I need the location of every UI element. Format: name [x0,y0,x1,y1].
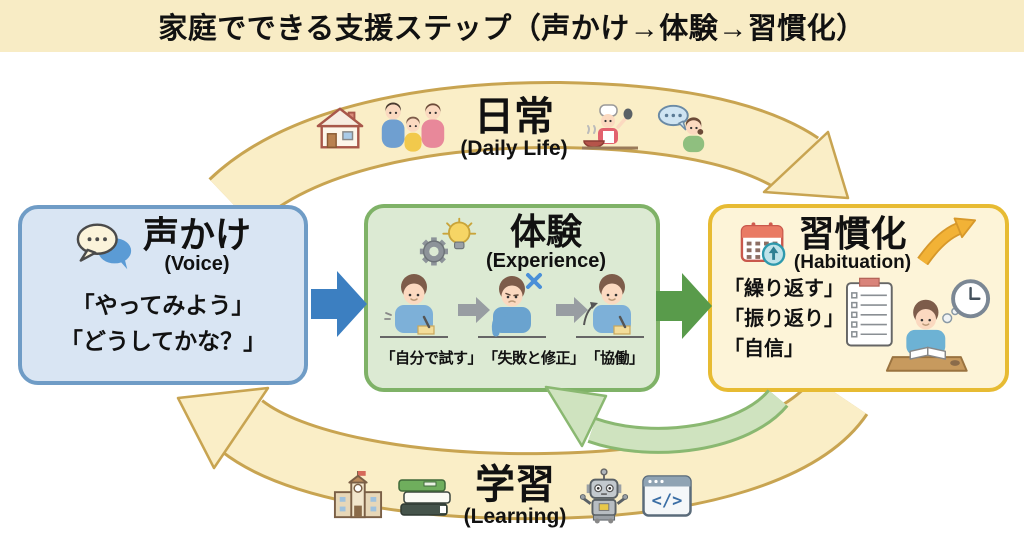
daily-life-en: (Daily Life) [460,136,568,160]
kid-collaboration [576,274,644,339]
habituation-quotes: 「繰り返す」 「振り返り」 「自信」 [724,274,844,364]
experience-step-3: 「協働」 [585,350,645,368]
house-icon [316,107,364,149]
speech-bubbles-icon [76,223,132,269]
voice-box: 声かけ (Voice) 「やってみよう」 「どうしてかな？」 [18,205,308,385]
experience-box: 体験 (Experience) [364,204,660,392]
school-icon [333,471,382,519]
kid-trying [380,274,448,339]
experience-kids-illustration [380,273,644,339]
learning-en: (Learning) [463,504,567,528]
habituation-subtitle: (Habituation) [793,251,912,273]
step-arrow-1 [458,297,490,324]
family-icon [382,102,445,152]
daily-life-jp: 日常 [473,94,554,139]
gear-lightbulb-icon [419,217,477,266]
experience-step-1: 「自分で試す」 [380,350,482,368]
experience-steps: 「自分で試す」 「失敗と修正」 「協働」 [368,347,656,368]
talking-person-icon [657,104,704,153]
experience-step-2: 「失敗と修正」 [482,350,585,368]
code-window-icon: </> [642,475,693,517]
habituation-quote-1: 「繰り返す」 [724,278,844,301]
daily-life-label: 日常 (Daily Life) [460,96,567,160]
voice-title-group: 声かけ (Voice) [142,214,251,275]
step-arrow-2 [556,297,588,324]
code-glyph: </> [652,491,683,511]
top-band-arrowhead [762,130,850,200]
learning-jp: 学習 [474,462,555,507]
feedback-arrowhead [544,385,608,448]
habituation-illustration [846,277,991,372]
learning-label: 学習 (Learning) [464,464,567,528]
voice-quote-1: 「やってみよう」 [71,292,255,319]
kid-failure [478,273,546,339]
voice-subtitle: (Voice) [164,252,230,275]
habituation-title-group: 習慣化 (Habituation) [793,213,912,273]
calendar-icon [740,221,786,266]
daily-life-group: 日常 (Daily Life) [300,86,724,170]
habituation-box: 習慣化 (Habituation) 「繰り返す」 「振り返り」 「自信」 [708,204,1009,392]
voice-quote-2: 「どうしてかな？」 [59,327,267,354]
growth-arrow-icon [917,217,977,266]
bottom-band [222,377,866,518]
voice-quotes: 「やってみよう」 「どうしてかな？」 [22,288,304,359]
robot-icon [580,468,629,524]
feedback-arrow [588,390,787,451]
experience-title: 体験 [509,211,582,252]
cooking-icon [581,104,638,150]
experience-title-group: 体験 (Experience) [485,211,607,272]
page-title: 家庭でできる支援ステップ（声かけ→体験→習慣化） [158,13,866,45]
habituation-quote-3: 「自信」 [724,338,804,361]
bottom-band-arrowhead [176,386,270,470]
habituation-quote-2: 「振り返り」 [724,308,844,331]
voice-to-experience-arrow [311,271,367,337]
experience-to-habituation-arrow [656,273,712,339]
learning-group: 学習 (Learning) </> [292,456,732,536]
experience-subtitle: (Experience) [485,249,607,272]
voice-title: 声かけ [142,214,251,255]
title-bar: 家庭でできる支援ステップ（声かけ→体験→習慣化） [0,0,1024,52]
top-band [210,83,818,227]
books-icon [397,479,451,516]
habituation-title: 習慣化 [798,213,907,254]
